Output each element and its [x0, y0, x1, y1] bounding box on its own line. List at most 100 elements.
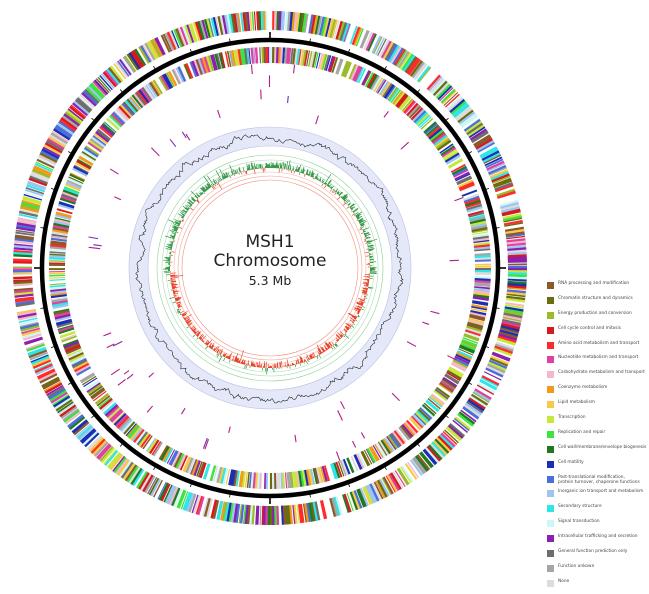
legend-label: Replication and repair	[558, 430, 605, 435]
legend-label: Amino acid metabolism and transport	[558, 341, 639, 346]
outer-cds-segment	[255, 506, 259, 525]
inner-cds-segment	[259, 47, 261, 63]
legend-label: General function prediction only	[558, 549, 627, 554]
legend-item: Transcription	[547, 415, 647, 430]
backbone-tick	[469, 383, 472, 385]
legend-item: Replication and repair	[547, 430, 647, 445]
rna-gene-mark	[111, 369, 120, 375]
rna-gene-mark	[422, 322, 429, 324]
legend-item: Signal transduction	[547, 519, 647, 534]
legend-label: Carbohydrate metabolism and transport	[558, 370, 645, 375]
legend-label: Chromatin structure and dynamics	[558, 296, 633, 301]
legend-swatch	[547, 505, 554, 512]
legend-label: Cell wall/membrane/envelope biogenesis	[558, 445, 646, 450]
rna-gene-mark	[261, 90, 262, 100]
outer-cds-segment	[259, 506, 261, 525]
rna-gene-mark	[110, 169, 118, 174]
legend-swatch	[547, 297, 554, 304]
legend-item: Carbohydrate metabolism and transport	[547, 370, 647, 385]
rna-gene-mark	[338, 410, 343, 420]
rna-gene-mark	[251, 65, 252, 75]
backbone-tick	[469, 152, 472, 154]
backbone-tick	[68, 383, 71, 385]
legend-swatch	[547, 520, 554, 527]
backbone-tick	[497, 308, 500, 309]
legend-item: Intracellular trafficking and secretion	[547, 534, 647, 549]
inner-cds-segment	[255, 47, 258, 63]
backbone-tick	[41, 228, 44, 229]
rna-gene-mark	[113, 341, 122, 346]
legend-swatch	[547, 401, 554, 408]
rna-gene-mark	[229, 427, 231, 433]
legend-item: Function unkown	[547, 564, 647, 579]
outer-cds-segment	[508, 259, 527, 263]
inner-cds-segment	[270, 473, 272, 489]
rna-gene-mark	[103, 333, 111, 336]
rna-gene-mark	[392, 393, 399, 401]
legend-label: Signal transduction	[558, 519, 600, 524]
legend-swatch	[547, 476, 554, 483]
rna-gene-mark	[430, 311, 439, 313]
rna-gene-mark	[341, 401, 345, 408]
legend-label: Post-translational modification, protein…	[558, 475, 640, 485]
legend-item: None	[547, 579, 647, 594]
backbone-tick	[497, 228, 500, 229]
inner-cds-segment	[49, 272, 65, 274]
rna-gene-mark	[294, 65, 295, 74]
rna-gene-mark	[361, 432, 364, 438]
rna-gene-mark	[89, 237, 98, 239]
backbone-tick	[418, 90, 420, 92]
chromosome-name-line2: Chromosome	[214, 251, 327, 271]
backbone-tick	[446, 416, 448, 418]
legend-label: Coenzyme metabolism	[558, 385, 607, 390]
chromosome-name-line1: MSH1	[245, 232, 294, 252]
rna-gene-mark	[336, 452, 339, 461]
backbone-tick	[190, 484, 191, 487]
rna-gene-mark	[89, 247, 101, 248]
legend-label: Nucleotide metabolism and transport	[558, 355, 638, 360]
legend-swatch	[547, 431, 554, 438]
inner-cds-segment	[49, 274, 65, 276]
inner-cds-segment	[475, 264, 491, 266]
inner-cds-segment	[475, 266, 491, 268]
backbone-tick	[418, 444, 420, 446]
backbone-tick	[486, 188, 489, 189]
outer-cds-segment	[13, 268, 32, 270]
rna-gene-mark	[114, 197, 121, 200]
outer-cds-segment	[320, 500, 327, 519]
outer-cds-segment	[265, 11, 267, 30]
backbone-tick	[230, 495, 231, 498]
rna-gene-mark	[384, 111, 388, 117]
legend-swatch	[547, 342, 554, 349]
inner-cds-segment	[272, 473, 274, 489]
outer-cds-segment	[254, 11, 256, 30]
legend-swatch	[547, 386, 554, 393]
backbone-tick	[120, 90, 122, 92]
rna-gene-mark	[295, 435, 296, 442]
rna-gene-mark	[288, 96, 289, 103]
backbone-tick	[154, 66, 156, 69]
legend-swatch	[547, 282, 554, 289]
chromosome-size: 5.3 Mb	[249, 273, 292, 288]
legend-swatch	[547, 416, 554, 423]
backbone-tick	[310, 39, 311, 42]
rna-gene-mark	[454, 198, 463, 201]
rna-gene-mark	[401, 142, 409, 149]
legend-label: Cell cycle control and mitosis	[558, 326, 621, 331]
legend-swatch	[547, 461, 554, 468]
rna-gene-mark	[118, 379, 126, 385]
outer-cds-segment	[13, 259, 32, 262]
legend-label: None	[558, 579, 569, 584]
legend-item: RNA processing and modification	[547, 281, 647, 296]
inner-cds-segment	[475, 268, 491, 270]
rna-gene-mark	[316, 116, 319, 125]
legend-item: Secondary structure	[547, 504, 647, 519]
rna-gene-mark	[182, 132, 186, 138]
legend-item: General function prediction only	[547, 549, 647, 564]
backbone-tick	[486, 347, 489, 348]
outer-cds-segment	[13, 273, 32, 275]
inner-cds-segment	[49, 271, 65, 272]
legend-item: Chromatin structure and dynamics	[547, 296, 647, 311]
legend-item: Cell cycle control and mitosis	[547, 326, 647, 341]
